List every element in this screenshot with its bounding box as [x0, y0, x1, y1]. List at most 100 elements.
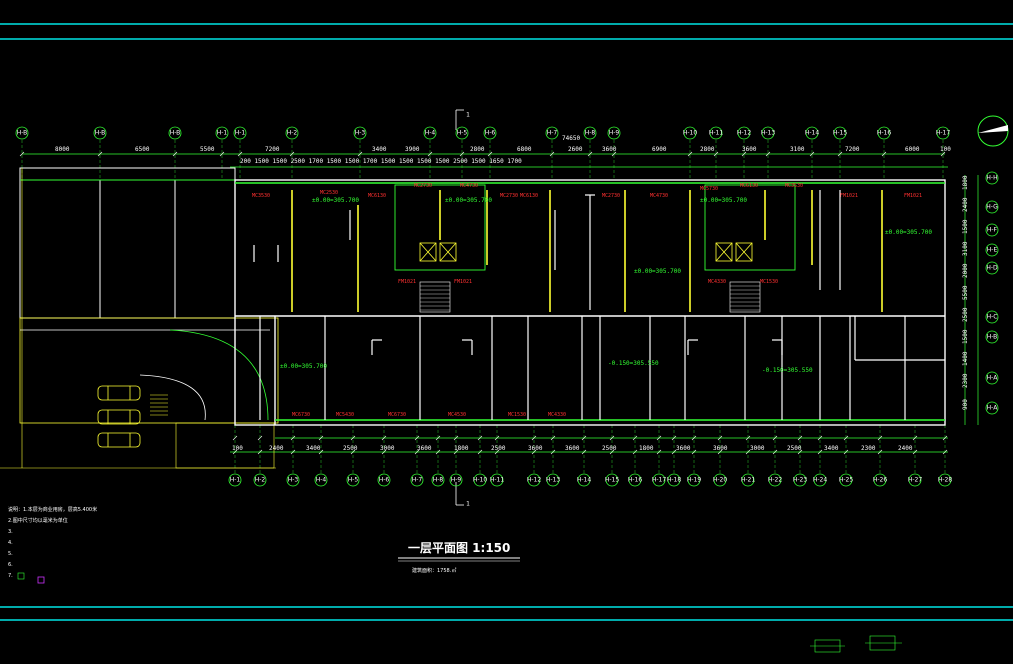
grid-bubble: H-B: [93, 126, 107, 140]
grid-bubble: H-15: [833, 126, 847, 140]
dimension-label: 3600: [528, 445, 543, 452]
dimension-label: 3600: [742, 146, 757, 153]
dimension-label: 2400: [269, 445, 284, 452]
ramp-stair-icon: [150, 394, 168, 416]
grid-bubble-label: H-3: [288, 477, 299, 484]
section-mark-bottom: 1: [466, 501, 470, 508]
dimension-label: 5500: [200, 146, 215, 153]
grid-bubble: H-8: [583, 126, 597, 140]
elevator-icon: [419, 242, 753, 262]
dimension-label: 2500: [491, 445, 506, 452]
grid-bubble-label: H-7: [412, 477, 423, 484]
grid-bubble: H-9: [607, 126, 621, 140]
dimension-label: 3400: [372, 146, 387, 153]
dimension-label: 2600: [568, 146, 583, 153]
grid-bubble-label: H-15: [833, 130, 847, 137]
elevation-label: -0.150=305.550: [762, 367, 813, 374]
grid-bubble: H-16: [628, 473, 642, 487]
grid-bubble-label: H-17: [936, 130, 950, 137]
room-label: MC4730: [650, 193, 668, 199]
grid-bubble: H-7: [410, 473, 424, 487]
grid-bubble-label: H-12: [527, 477, 541, 484]
north-arrow-icon: [977, 115, 1009, 147]
grid-bubble: H-1: [233, 126, 247, 140]
grid-bubble-label: H-2: [287, 130, 298, 137]
storefront-windows: [235, 182, 945, 421]
overall-dimension: 74650: [562, 135, 580, 142]
grid-bubble-label: H-11: [709, 130, 723, 137]
dimension-label: 1400: [962, 351, 969, 366]
dimension-label: 6000: [905, 146, 920, 153]
dimension-label: 2500: [962, 307, 969, 322]
dimension-label: 3900: [405, 146, 420, 153]
column-walls: [253, 190, 945, 420]
yellow-wall-segments: [291, 190, 883, 312]
room-label: MC1530: [508, 412, 526, 418]
grid-bubble-label: H-1: [230, 477, 241, 484]
grid-bubble-label: H-9: [451, 477, 462, 484]
room-label: MC6130: [368, 193, 386, 199]
grid-bubble: H-19: [687, 473, 701, 487]
dimension-label: 7200: [845, 146, 860, 153]
grid-bubble: H-10: [473, 473, 487, 487]
grid-bubble: H-20: [713, 473, 727, 487]
dimension-label: 2500: [343, 445, 358, 452]
grid-bubble-label: H-14: [577, 477, 591, 484]
grid-axis-lines: [21, 140, 946, 473]
grid-bubble-label: H-B: [170, 130, 181, 137]
grid-bubble: H-4: [423, 126, 437, 140]
grid-bubble: H-21: [741, 473, 755, 487]
grid-bubble-label: H-8: [585, 130, 596, 137]
dimension-label: 2400: [898, 445, 913, 452]
building-walls: [234, 179, 946, 426]
grid-bubble: H-8: [431, 473, 445, 487]
dimension-label: 3400: [306, 445, 321, 452]
grid-bubble: H-1: [228, 473, 242, 487]
room-label: MC4530: [448, 412, 466, 418]
grid-bubble-label: H-C: [987, 314, 998, 321]
grid-bubble-label: H-17: [652, 477, 666, 484]
dimension-label: 2400: [962, 197, 969, 212]
grid-bubble: H-A: [985, 401, 999, 415]
grid-bubble: H-C: [985, 310, 999, 324]
grid-bubble-label: H-24: [813, 477, 827, 484]
note-line: 3.: [8, 529, 13, 535]
grid-bubble-label: H-2: [255, 477, 266, 484]
grid-bubble-label: H-H: [986, 175, 997, 182]
grid-bubble-label: H-B: [987, 334, 998, 341]
room-label: FM1021: [904, 193, 922, 199]
grid-bubble: H-B: [985, 330, 999, 344]
grid-bubble: H-B: [168, 126, 182, 140]
dimension-label: 100: [232, 445, 243, 452]
note-line: 说明：1.本层为商业用房，层高5.400米: [8, 506, 97, 513]
dimension-label: 1500: [962, 329, 969, 344]
grid-bubble-label: H-11: [490, 477, 504, 484]
grid-bubble: H-17: [652, 473, 666, 487]
grid-bubble: H-12: [737, 126, 751, 140]
grid-bubble-label: H-G: [986, 204, 998, 211]
grid-bubble-label: H-B: [95, 130, 106, 137]
grid-bubble-label: H-27: [908, 477, 922, 484]
elevation-label: ±0.00=305.700: [885, 229, 932, 236]
dimension-label: 3100: [962, 241, 969, 256]
room-label: MC2730: [602, 193, 620, 199]
note-line: 2.图中尺寸均以毫米为单位: [8, 517, 68, 524]
grid-bubble-label: H-A: [987, 405, 999, 412]
dimension-label: 7200: [265, 146, 280, 153]
grid-bubble: H-B: [15, 126, 29, 140]
elevation-labels: ±0.00=305.700±0.00=305.700±0.00=305.700±…: [280, 197, 932, 374]
dimension-label: 2500: [602, 445, 617, 452]
grid-bubble-label: H-10: [683, 130, 697, 137]
grid-bubble: H-11: [709, 126, 723, 140]
grid-bubble-label: H-6: [485, 130, 496, 137]
grid-bubble-label: H-F: [987, 227, 998, 234]
grid-bubble: H-2: [285, 126, 299, 140]
grid-bubble: H-18: [667, 473, 681, 487]
dimension-label: 2800: [700, 146, 715, 153]
room-label: MC6130: [520, 193, 538, 199]
room-label: MC5730: [700, 186, 718, 192]
dimension-label: 8000: [55, 146, 70, 153]
